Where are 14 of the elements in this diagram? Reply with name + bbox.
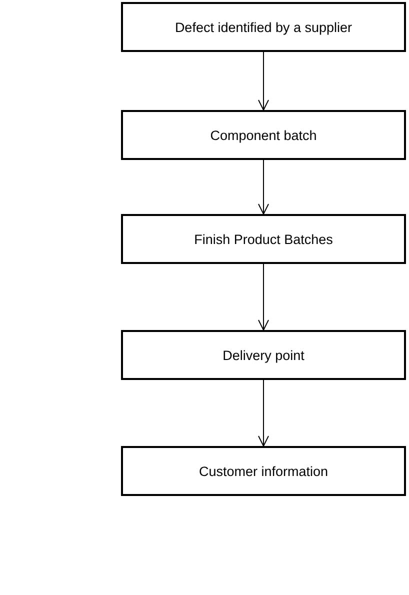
process-box	[121, 330, 406, 380]
box-label: Finish Product Batches	[194, 232, 333, 246]
process-box	[121, 214, 406, 264]
box-label: Component batch	[210, 128, 317, 142]
process-box	[121, 446, 406, 496]
arrow	[258, 52, 269, 110]
process-box	[121, 110, 406, 160]
box-label: Delivery point	[222, 348, 304, 362]
box-label: Customer information	[198, 464, 328, 478]
arrow	[258, 380, 269, 446]
arrow	[258, 264, 269, 330]
process-box	[121, 2, 406, 52]
arrow	[258, 160, 269, 214]
box-label: Defect identified by a supplier	[174, 20, 352, 34]
